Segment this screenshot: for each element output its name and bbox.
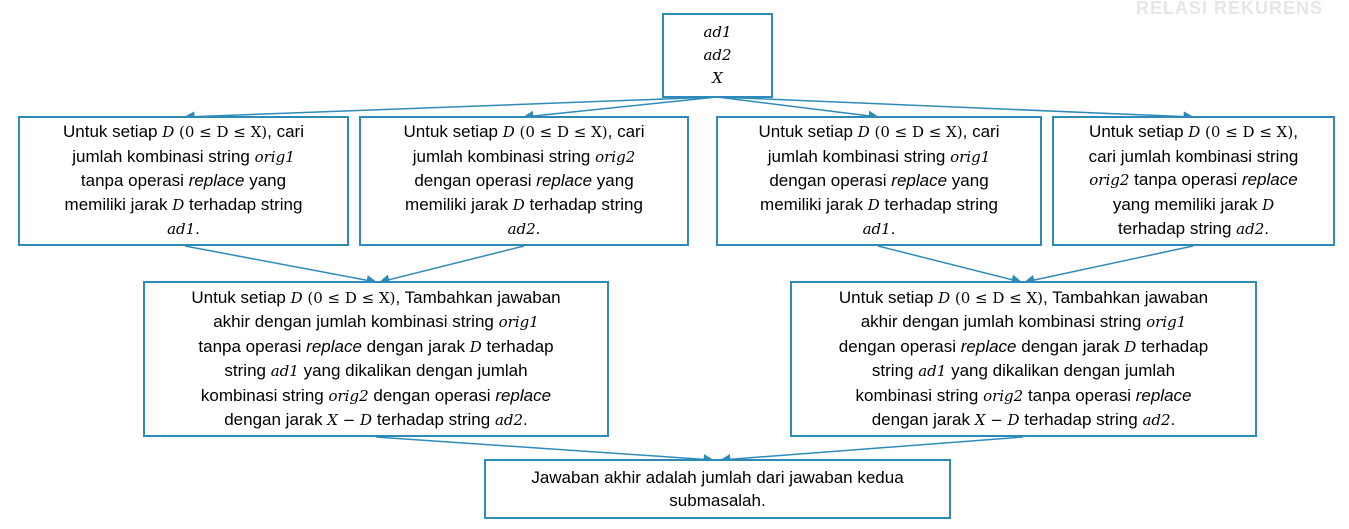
input-box: ad1 ad2 X (662, 13, 773, 98)
input-x: X (712, 69, 723, 87)
subproblem-text: Untuk setiap D (0 ≤ D ≤ X), cari jumlah … (1088, 122, 1299, 239)
arrow-a-to-e (184, 245, 378, 286)
arrow-top-to-d (716, 96, 1195, 122)
final-answer-box: Jawaban akhir adalah jumlah dari jawaban… (484, 459, 951, 519)
arrow-c-to-f (877, 245, 1023, 285)
merge-box-right: Untuk setiap D (0 ≤ D ≤ X), Tambahkan ja… (790, 281, 1257, 437)
merge-text: Untuk setiap D (0 ≤ D ≤ X), Tambahkan ja… (191, 287, 561, 430)
merge-text: Untuk setiap D (0 ≤ D ≤ X), Tambahkan ja… (838, 287, 1209, 430)
arrow-f-to-g (719, 436, 1024, 465)
subproblem-box-orig2-with-replace: Untuk setiap D (0 ≤ D ≤ X), cari jumlah … (359, 116, 689, 246)
arrow-e-to-g (375, 436, 715, 465)
final-answer-text: Jawaban akhir adalah jumlah dari jawaban… (531, 467, 904, 511)
arrow-top-to-c (716, 96, 880, 122)
watermark: RELASI REKURENS (1135, 0, 1323, 18)
subproblem-box-orig2-no-replace: Untuk setiap D (0 ≤ D ≤ X), cari jumlah … (1052, 116, 1335, 246)
subproblem-text: Untuk setiap D (0 ≤ D ≤ X), cari jumlah … (403, 122, 645, 239)
arrow-top-to-b (522, 96, 718, 122)
input-ad1: ad1 (703, 23, 732, 41)
subproblem-box-orig1-no-replace: Untuk setiap D (0 ≤ D ≤ X), cari jumlah … (18, 116, 349, 246)
subproblem-text: Untuk setiap D (0 ≤ D ≤ X), cari jumlah … (62, 122, 304, 239)
arrow-top-to-a (183, 96, 718, 122)
arrow-d-to-f (1023, 245, 1194, 286)
subproblem-box-orig1-with-replace: Untuk setiap D (0 ≤ D ≤ X), cari jumlah … (716, 116, 1042, 246)
input-ad2: ad2 (703, 46, 732, 64)
merge-box-left: Untuk setiap D (0 ≤ D ≤ X), Tambahkan ja… (143, 281, 609, 437)
subproblem-text: Untuk setiap D (0 ≤ D ≤ X), cari jumlah … (758, 122, 1000, 239)
arrow-b-to-e (378, 245, 525, 285)
